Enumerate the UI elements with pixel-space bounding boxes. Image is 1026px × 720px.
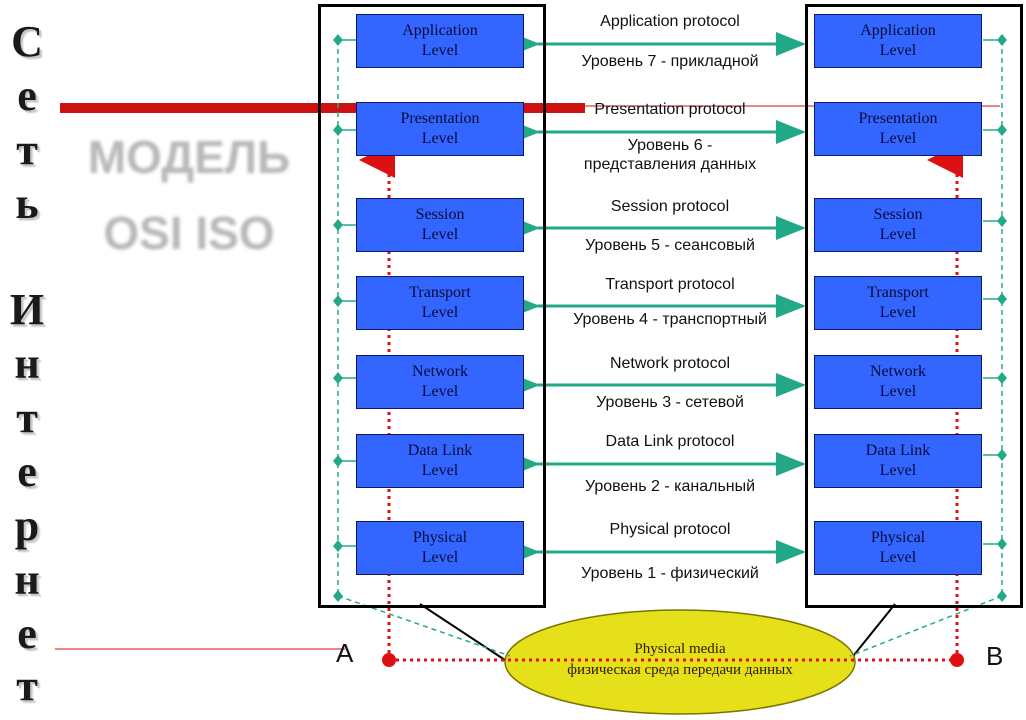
level-label: Presentation	[400, 110, 480, 127]
level-label: Level	[879, 42, 917, 59]
level-label: Level	[879, 462, 917, 479]
side-title-letter: е	[17, 71, 37, 120]
level-label: Level	[879, 130, 917, 147]
level-label: Level	[879, 549, 917, 566]
level-label: Level	[421, 462, 459, 479]
protocol-ru-7: Уровень 7 - прикладной	[581, 53, 759, 70]
media-label: Physical media	[634, 641, 726, 657]
level-label: Level	[421, 304, 459, 321]
level-label: Data Link	[865, 442, 931, 459]
level-label: Transport	[867, 284, 929, 301]
level-label: Application	[402, 22, 478, 39]
physical-media-ellipse	[504, 609, 856, 715]
left-diamond-markers	[333, 34, 357, 602]
side-title-letter: т	[16, 125, 38, 174]
level-label: Level	[879, 383, 917, 400]
protocol-name-2: Data Link protocol	[605, 433, 735, 450]
protocol-name-7: Application protocol	[600, 13, 740, 30]
watermark-line2: OSI ISO	[103, 207, 275, 259]
protocol-ru-1: Уровень 1 - физический	[581, 565, 759, 582]
media-label-ru: физическая среда передачи данных	[567, 662, 793, 678]
endpoint-b-dot	[950, 653, 964, 667]
protocol-ru-5: Уровень 5 - сеансовый	[585, 237, 755, 254]
red-banner-line	[60, 103, 585, 113]
protocol-ru-2: Уровень 2 - канальный	[584, 478, 756, 495]
endpoint-a-dot	[382, 653, 396, 667]
level-label: Session	[415, 206, 465, 223]
protocol-name-5: Session protocol	[610, 198, 730, 215]
side-title-letter: т	[16, 393, 38, 442]
protocol-ru-4: Уровень 4 - транспортный	[573, 311, 767, 328]
level-label: Level	[421, 549, 459, 566]
level-label: Physical	[870, 529, 926, 546]
funnel-line-b	[849, 603, 896, 661]
side-title-letter: С	[11, 17, 43, 66]
watermark-line1: МОДЕЛЬ	[87, 131, 291, 183]
level-label: Data Link	[407, 442, 473, 459]
stack-b-frame	[805, 4, 1023, 608]
side-title-letter: н	[14, 339, 40, 388]
level-label: Network	[870, 363, 926, 380]
level-label: Level	[879, 304, 917, 321]
level-label: Application	[860, 22, 936, 39]
protocol-name-1: Physical protocol	[609, 521, 731, 538]
protocol-name-6: Presentation protocol	[594, 101, 746, 118]
protocol-arrows	[510, 32, 806, 564]
protocol-ru-3: Уровень 3 - сетевой	[596, 394, 744, 411]
protocol-name-3: Network protocol	[609, 355, 731, 372]
level-label: Level	[421, 226, 459, 243]
side-title-letter: И	[9, 285, 45, 334]
level-label: Physical	[412, 529, 468, 546]
level-label: Presentation	[858, 110, 938, 127]
side-title-letter: н	[14, 555, 40, 604]
stack-a-frame	[318, 4, 546, 608]
side-title-letter: е	[17, 447, 37, 496]
endpoint-a-label: A	[336, 638, 354, 668]
side-title-letter: т	[16, 661, 38, 710]
side-title-letter: ь	[15, 179, 39, 228]
protocol-name-4: Transport protocol	[605, 276, 735, 293]
level-label: Level	[879, 226, 917, 243]
side-title-letter: р	[14, 501, 40, 550]
funnel-line-a	[419, 603, 506, 661]
level-label: Level	[421, 383, 459, 400]
level-label: Level	[421, 42, 459, 59]
level-label: Level	[421, 130, 459, 147]
level-label: Transport	[409, 284, 471, 301]
level-label: Network	[412, 363, 468, 380]
side-title-letter: е	[17, 609, 37, 658]
right-diamond-markers	[983, 34, 1007, 602]
level-label: Session	[873, 206, 923, 223]
protocol-ru-6: Уровень 6 - представления данных	[583, 137, 757, 173]
endpoint-b-label: B	[986, 641, 1004, 671]
